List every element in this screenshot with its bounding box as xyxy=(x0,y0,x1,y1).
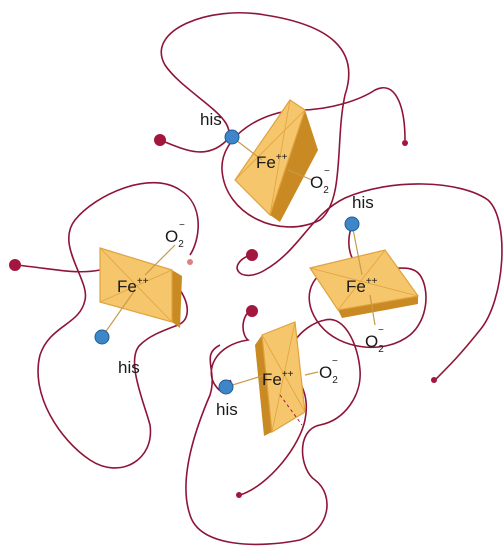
fe-symbol: Fe xyxy=(346,277,366,296)
chain-end-dot xyxy=(246,305,258,317)
terminal-dots xyxy=(9,134,437,498)
o2-subscript: 2 xyxy=(323,185,329,196)
heme-plate-side xyxy=(270,110,318,222)
fe-label: Fe++ xyxy=(117,276,149,296)
o2-charge: − xyxy=(378,325,384,336)
chain-end-dot xyxy=(154,134,166,146)
fe-charge: ++ xyxy=(276,152,288,163)
o2-subscript: 2 xyxy=(378,344,384,355)
fe-charge: ++ xyxy=(282,369,294,380)
fe-label: Fe++ xyxy=(262,369,294,389)
o-symbol: O xyxy=(310,173,323,192)
o2-charge: − xyxy=(179,220,185,231)
fe-label: Fe++ xyxy=(256,152,288,172)
heme-group-bottom xyxy=(255,321,306,436)
o2-label: O2 xyxy=(365,332,384,355)
his-dot-left xyxy=(94,329,110,345)
his-label: his xyxy=(118,358,140,377)
his-dot-top xyxy=(224,129,240,145)
fe-label: Fe++ xyxy=(346,276,378,296)
his-dots xyxy=(94,129,360,395)
fe-symbol: Fe xyxy=(262,370,282,389)
o2-charge: − xyxy=(324,166,330,177)
his-label: his xyxy=(352,193,374,212)
chain-end-dot xyxy=(187,259,193,265)
chain-end-dot xyxy=(236,492,242,498)
o2-subscript: 2 xyxy=(178,239,184,250)
his-dot-bottom xyxy=(218,379,234,395)
o-symbol: O xyxy=(365,332,378,351)
heme-group-right xyxy=(309,249,420,318)
o2-label: O2 xyxy=(310,173,329,196)
heme-group-left xyxy=(99,247,182,328)
fe-charge: ++ xyxy=(366,276,378,287)
chain-end-dot xyxy=(431,377,437,383)
chain-end-dot xyxy=(402,140,408,146)
chain-end-dot xyxy=(9,259,21,271)
chain-top xyxy=(159,11,406,228)
o2-subscript: 2 xyxy=(332,375,338,386)
heme-group-top xyxy=(234,99,318,222)
his-dot-right xyxy=(344,216,360,232)
o2-label: O2 xyxy=(319,363,338,386)
his-label: his xyxy=(216,400,238,419)
chain-left xyxy=(14,181,199,469)
chains xyxy=(14,11,503,546)
heme-plate-side xyxy=(255,335,272,436)
fe-symbol: Fe xyxy=(256,153,276,172)
o-symbol: O xyxy=(165,227,178,246)
o-symbol: O xyxy=(319,363,332,382)
fe-charge: ++ xyxy=(137,276,149,287)
o2-charge: − xyxy=(332,356,338,367)
his-label: his xyxy=(200,110,222,129)
o2-label: O2 xyxy=(165,227,184,250)
heme-plate-side xyxy=(338,296,418,318)
fe-symbol: Fe xyxy=(117,277,137,296)
heme-plate-side xyxy=(172,270,182,328)
chain-end-dot xyxy=(246,249,258,261)
